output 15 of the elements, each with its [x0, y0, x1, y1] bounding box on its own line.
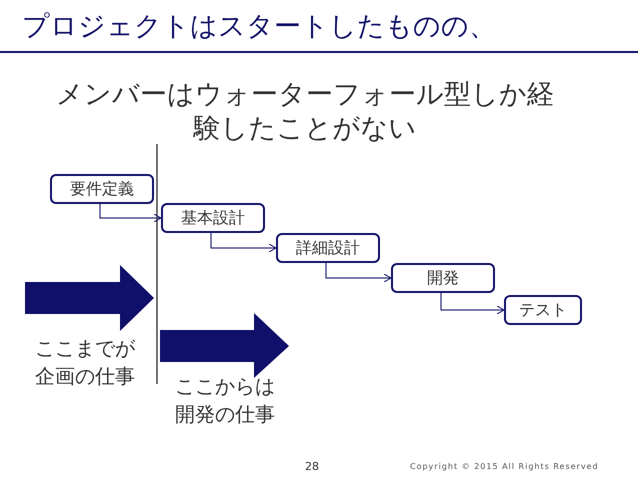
process-box: 開発	[391, 263, 495, 293]
connector-arrow	[326, 262, 392, 282]
subtitle: メンバーはウォーターフォール型しか経験したことがない	[55, 78, 555, 146]
slide-title: プロジェクトはスタートしたものの、	[22, 10, 496, 44]
caption-text: ここからは開発の仕事	[174, 373, 276, 428]
process-box: 基本設計	[161, 203, 265, 233]
connector-arrow	[440, 292, 504, 314]
process-box: 詳細設計	[276, 233, 380, 263]
connector-arrow	[100, 204, 162, 222]
caption-text: ここまでが企画の仕事	[34, 335, 136, 390]
page-number: 28	[305, 460, 319, 473]
copyright-text: Copyright © 2015 All Rights Reserved	[410, 462, 599, 471]
process-box: テスト	[504, 295, 582, 325]
connector-arrow	[210, 232, 276, 252]
process-box: 要件定義	[50, 174, 154, 204]
